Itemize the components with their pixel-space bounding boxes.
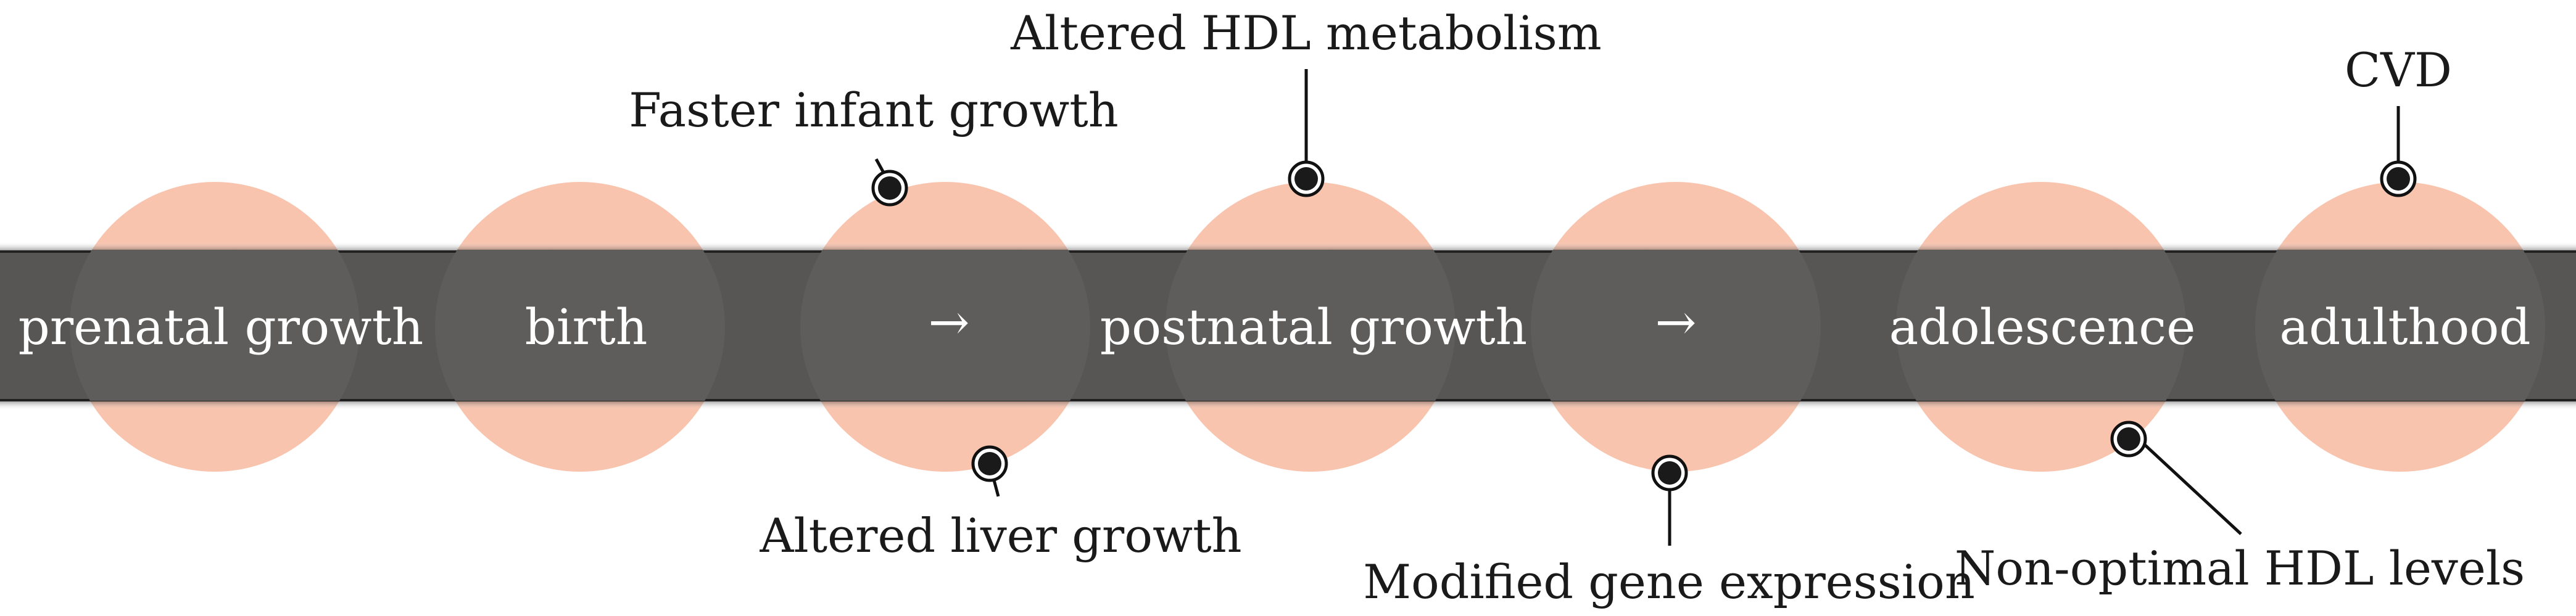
callout-altered-hdl-metabolism: Altered HDL metabolism: [1010, 6, 1602, 197]
callout-modified-gene-expression: Modified gene expression: [1363, 454, 1975, 609]
callout-non-optimal-hdl-levels: Non-optimal HDL levels: [1955, 421, 2525, 596]
stage-arrow-icon-1: →: [928, 294, 969, 351]
callout-leader: [2137, 438, 2242, 535]
callout-label: Altered HDL metabolism: [1010, 6, 1602, 60]
band-overlay-arrow-1: [800, 250, 1090, 401]
callout-label: CVD: [2345, 43, 2452, 97]
band-overlay-adulthood: [2255, 250, 2545, 401]
callout-label: Modified gene expression: [1363, 554, 1975, 609]
callout-marker-dot: [2387, 167, 2410, 191]
stage-label-postnatal-growth: postnatal growth: [1100, 298, 1527, 356]
band-overlay-arrow-2: [1531, 250, 1821, 401]
callout-label: Non-optimal HDL levels: [1955, 541, 2525, 596]
stage-label-birth: birth: [525, 298, 648, 356]
callout-marker-dot: [1294, 167, 1318, 191]
stage-labels: prenatal growth birth → postnatal growth…: [19, 294, 2531, 356]
stage-arrow-icon-2: →: [1655, 294, 1696, 351]
band-overlay-prenatal-growth: [70, 250, 360, 401]
callout-label: Altered liver growth: [759, 508, 1241, 563]
callout-label: Faster infant growth: [629, 83, 1119, 138]
callout-faster-infant-growth: Faster infant growth: [629, 83, 1119, 207]
band-overlay-birth: [435, 250, 725, 401]
callout-marker-dot: [1658, 461, 1681, 485]
callout-marker-dot: [2117, 427, 2140, 451]
stage-label-adulthood: adulthood: [2279, 298, 2530, 356]
band-circle-overlays: [70, 250, 2545, 401]
callout-marker-dot: [878, 176, 901, 200]
band-shadow-bottom: [0, 399, 2576, 410]
band-overlay-adolescence: [1896, 250, 2186, 401]
stage-label-adolescence: adolescence: [1889, 298, 2196, 356]
callout-marker-dot: [978, 452, 1001, 475]
callout-altered-liver-growth: Altered liver growth: [759, 445, 1242, 563]
band-overlay-postnatal-growth: [1166, 250, 1456, 401]
callout-cvd: CVD: [2345, 43, 2452, 197]
stage-label-prenatal-growth: prenatal growth: [19, 298, 424, 356]
